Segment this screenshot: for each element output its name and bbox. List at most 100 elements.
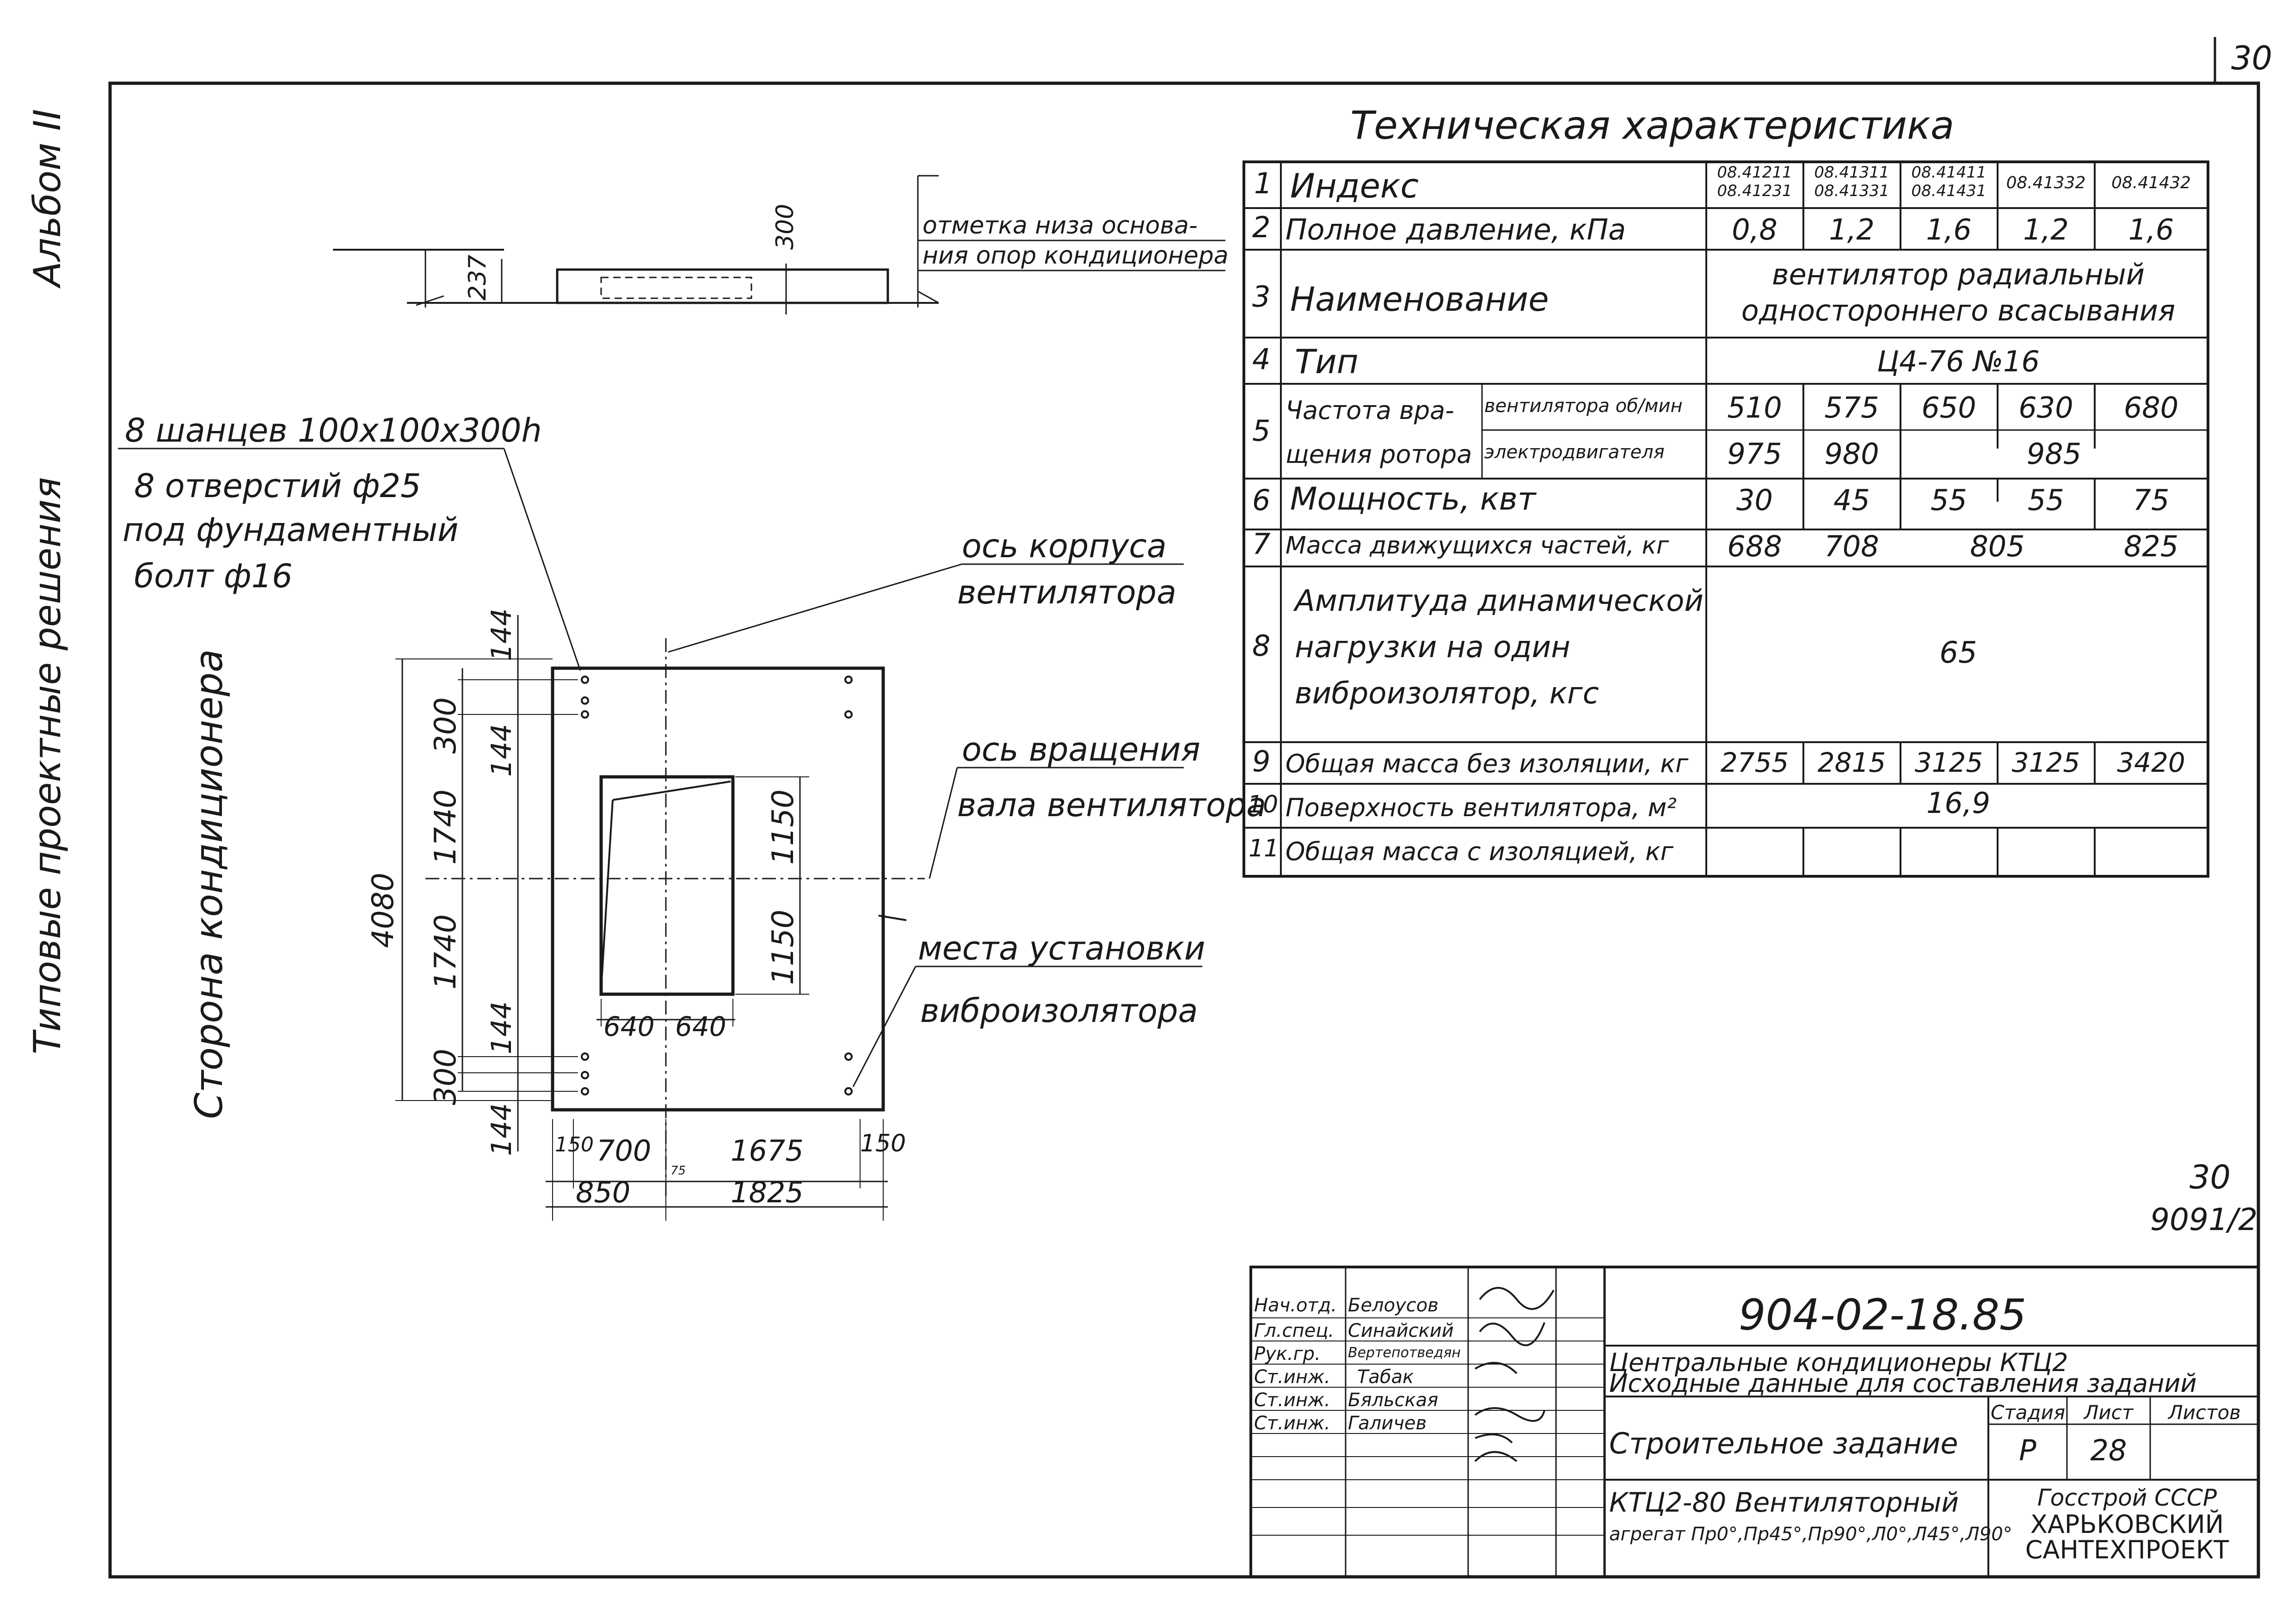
sheet-header: Лист bbox=[2084, 1401, 2134, 1424]
cell-mass-1: 2755 bbox=[1720, 747, 1789, 778]
dim-700: 700 bbox=[597, 1134, 651, 1168]
dim-1150b: 1150 bbox=[766, 910, 800, 985]
cell-rpm-motor-1: 975 bbox=[1727, 437, 1782, 471]
name-2: Синайский bbox=[1348, 1320, 1454, 1341]
cell-index-1: 08.41211 08.41231 bbox=[1717, 163, 1792, 200]
dim-144d: 144 bbox=[486, 1103, 518, 1156]
role-3: Рук.гр. bbox=[1254, 1343, 1321, 1365]
label-rotation: Частота вра- щения ротора bbox=[1285, 396, 1472, 469]
label-mass-insul: Общая масса с изоляцией, кг bbox=[1285, 837, 1674, 866]
cell-power-1: 30 bbox=[1736, 483, 1773, 517]
cell-name-merged: вентилятор радиальный одностороннего вса… bbox=[1741, 258, 2176, 327]
label-pressure: Полное давление, кПа bbox=[1285, 213, 1626, 246]
dim-1740a: 1740 bbox=[429, 789, 463, 865]
stamp-task: Строительное задание bbox=[1609, 1427, 1958, 1460]
cell-power-5: 75 bbox=[2133, 483, 2170, 517]
cell-index-3: 08.41411 08.41431 bbox=[1911, 163, 1986, 200]
label-type: Тип bbox=[1295, 342, 1359, 381]
section-note-1: отметка низа основа- bbox=[923, 212, 1198, 240]
cell-rpm-fan-2: 575 bbox=[1824, 391, 1879, 424]
axis-body-2: вентилятора bbox=[957, 573, 1176, 611]
sheet-ref-bottom: 9091/2 bbox=[2150, 1202, 2257, 1237]
cell-mass-5: 3420 bbox=[2117, 747, 2185, 778]
sheet-ref-top: 30 bbox=[2189, 1158, 2231, 1196]
row-num-9: 9 bbox=[1252, 744, 1271, 778]
axis-body-1: ось корпуса bbox=[962, 527, 1167, 565]
side-series: Типовые проектные решения bbox=[26, 477, 69, 1054]
cell-mass-3: 3125 bbox=[1914, 747, 1983, 778]
cell-index-2: 08.41311 08.41331 bbox=[1814, 163, 1889, 200]
cell-power-4: 55 bbox=[2028, 483, 2064, 517]
label-rot-fan: вентилятора об/мин bbox=[1484, 395, 1683, 417]
name-4: Табак bbox=[1357, 1366, 1414, 1388]
dim-1740b: 1740 bbox=[429, 914, 463, 990]
mount-1: места установки bbox=[918, 929, 1205, 967]
label-rot-motor: электродвигателя bbox=[1484, 442, 1665, 463]
cell-moving-mass-2: 708 bbox=[1824, 529, 1879, 563]
cell-mass-2: 2815 bbox=[1817, 747, 1886, 778]
label-power: Мощность, квт bbox=[1290, 481, 1536, 517]
stamp-title-2: Исходные данные для составления заданий bbox=[1609, 1369, 2197, 1398]
sheet-frame bbox=[108, 81, 2260, 1579]
role-2: Гл.спец. bbox=[1254, 1320, 1335, 1341]
section-dim-300: 300 bbox=[771, 204, 799, 250]
dim-850: 850 bbox=[576, 1175, 630, 1209]
cell-power-3: 55 bbox=[1931, 483, 1967, 517]
cell-rpm-fan-5: 680 bbox=[2123, 391, 2179, 424]
corner-number: 30 bbox=[2231, 39, 2272, 77]
stamp-subject-2: агрегат Пр0°,Пр45°,Пр90°,Л0°,Л45°,Л90° bbox=[1609, 1524, 2012, 1545]
cell-pressure-3: 1,6 bbox=[1926, 213, 1972, 246]
stage-value: Р bbox=[2019, 1433, 2036, 1467]
dim-1675: 1675 bbox=[731, 1134, 804, 1168]
row-num-8: 8 bbox=[1252, 629, 1271, 663]
stamp-subject-1: КТЦ2-80 Вентиляторный bbox=[1609, 1487, 1959, 1518]
dim-150a: 150 bbox=[555, 1133, 594, 1156]
dim-1825: 1825 bbox=[731, 1175, 804, 1209]
dim-150b: 150 bbox=[860, 1130, 906, 1157]
name-5: Бяльская bbox=[1348, 1390, 1439, 1411]
org-2: ХАРЬКОВСКИЙ bbox=[2030, 1510, 2224, 1539]
name-1: Белоусов bbox=[1348, 1295, 1439, 1316]
row-num-5: 5 bbox=[1252, 414, 1271, 448]
tech-table-grid bbox=[1242, 160, 2209, 878]
stamp-title-1: Центральные кондиционеры КТЦ2 bbox=[1609, 1348, 2068, 1377]
section-note-2: ния опор кондиционера bbox=[923, 242, 1229, 270]
doc-code: 904-02-18.85 bbox=[1739, 1290, 2027, 1340]
cell-index-5: 08.41432 bbox=[2111, 173, 2191, 192]
role-4: Ст.инж. bbox=[1254, 1366, 1330, 1388]
dim-4080: 4080 bbox=[366, 873, 400, 948]
row-num-1: 1 bbox=[1254, 166, 1273, 200]
note-holes-3: болт ф16 bbox=[134, 557, 293, 595]
cell-pressure-1: 0,8 bbox=[1732, 213, 1777, 246]
row-num-7: 7 bbox=[1252, 527, 1271, 561]
note-anchors: 8 шанцев 100x100x300h bbox=[125, 412, 542, 449]
dim-1150a: 1150 bbox=[766, 789, 800, 865]
cell-pressure-4: 1,2 bbox=[2023, 213, 2069, 246]
cell-rpm-fan-4: 630 bbox=[2018, 391, 2073, 424]
mount-2: виброизолятора bbox=[920, 992, 1198, 1030]
cell-index-4: 08.41332 bbox=[2006, 173, 2086, 192]
cell-rpm-fan-1: 510 bbox=[1727, 391, 1782, 424]
dim-640b: 640 bbox=[675, 1011, 726, 1042]
role-5: Ст.инж. bbox=[1254, 1390, 1330, 1411]
row-num-10: 10 bbox=[1248, 791, 1279, 818]
cell-moving-mass-1: 688 bbox=[1727, 529, 1782, 563]
row-num-11: 11 bbox=[1248, 835, 1279, 862]
note-holes-1: 8 отверстий ф25 bbox=[134, 467, 421, 505]
label-index: Индекс bbox=[1290, 166, 1419, 205]
role-1: Нач.отд. bbox=[1254, 1295, 1337, 1316]
cell-rpm-motor-2: 980 bbox=[1824, 437, 1879, 471]
plan-side-label: Сторона кондиционера bbox=[187, 649, 231, 1119]
org-3: САНТЕХПРОЕКТ bbox=[2025, 1535, 2229, 1564]
label-mass-no-insul: Общая масса без изоляции, кг bbox=[1285, 749, 1689, 778]
side-album: Альбом II bbox=[26, 109, 69, 289]
sheets-header: Листов bbox=[2168, 1401, 2241, 1424]
name-6: Галичев bbox=[1348, 1413, 1427, 1434]
label-surface: Поверхность вентилятора, м² bbox=[1285, 793, 1677, 822]
row-num-4: 4 bbox=[1252, 342, 1271, 376]
role-6: Ст.инж. bbox=[1254, 1413, 1330, 1434]
section-dim-237: 237 bbox=[464, 255, 492, 301]
label-name: Наименование bbox=[1290, 280, 1549, 319]
sheet-value: 28 bbox=[2090, 1433, 2127, 1467]
